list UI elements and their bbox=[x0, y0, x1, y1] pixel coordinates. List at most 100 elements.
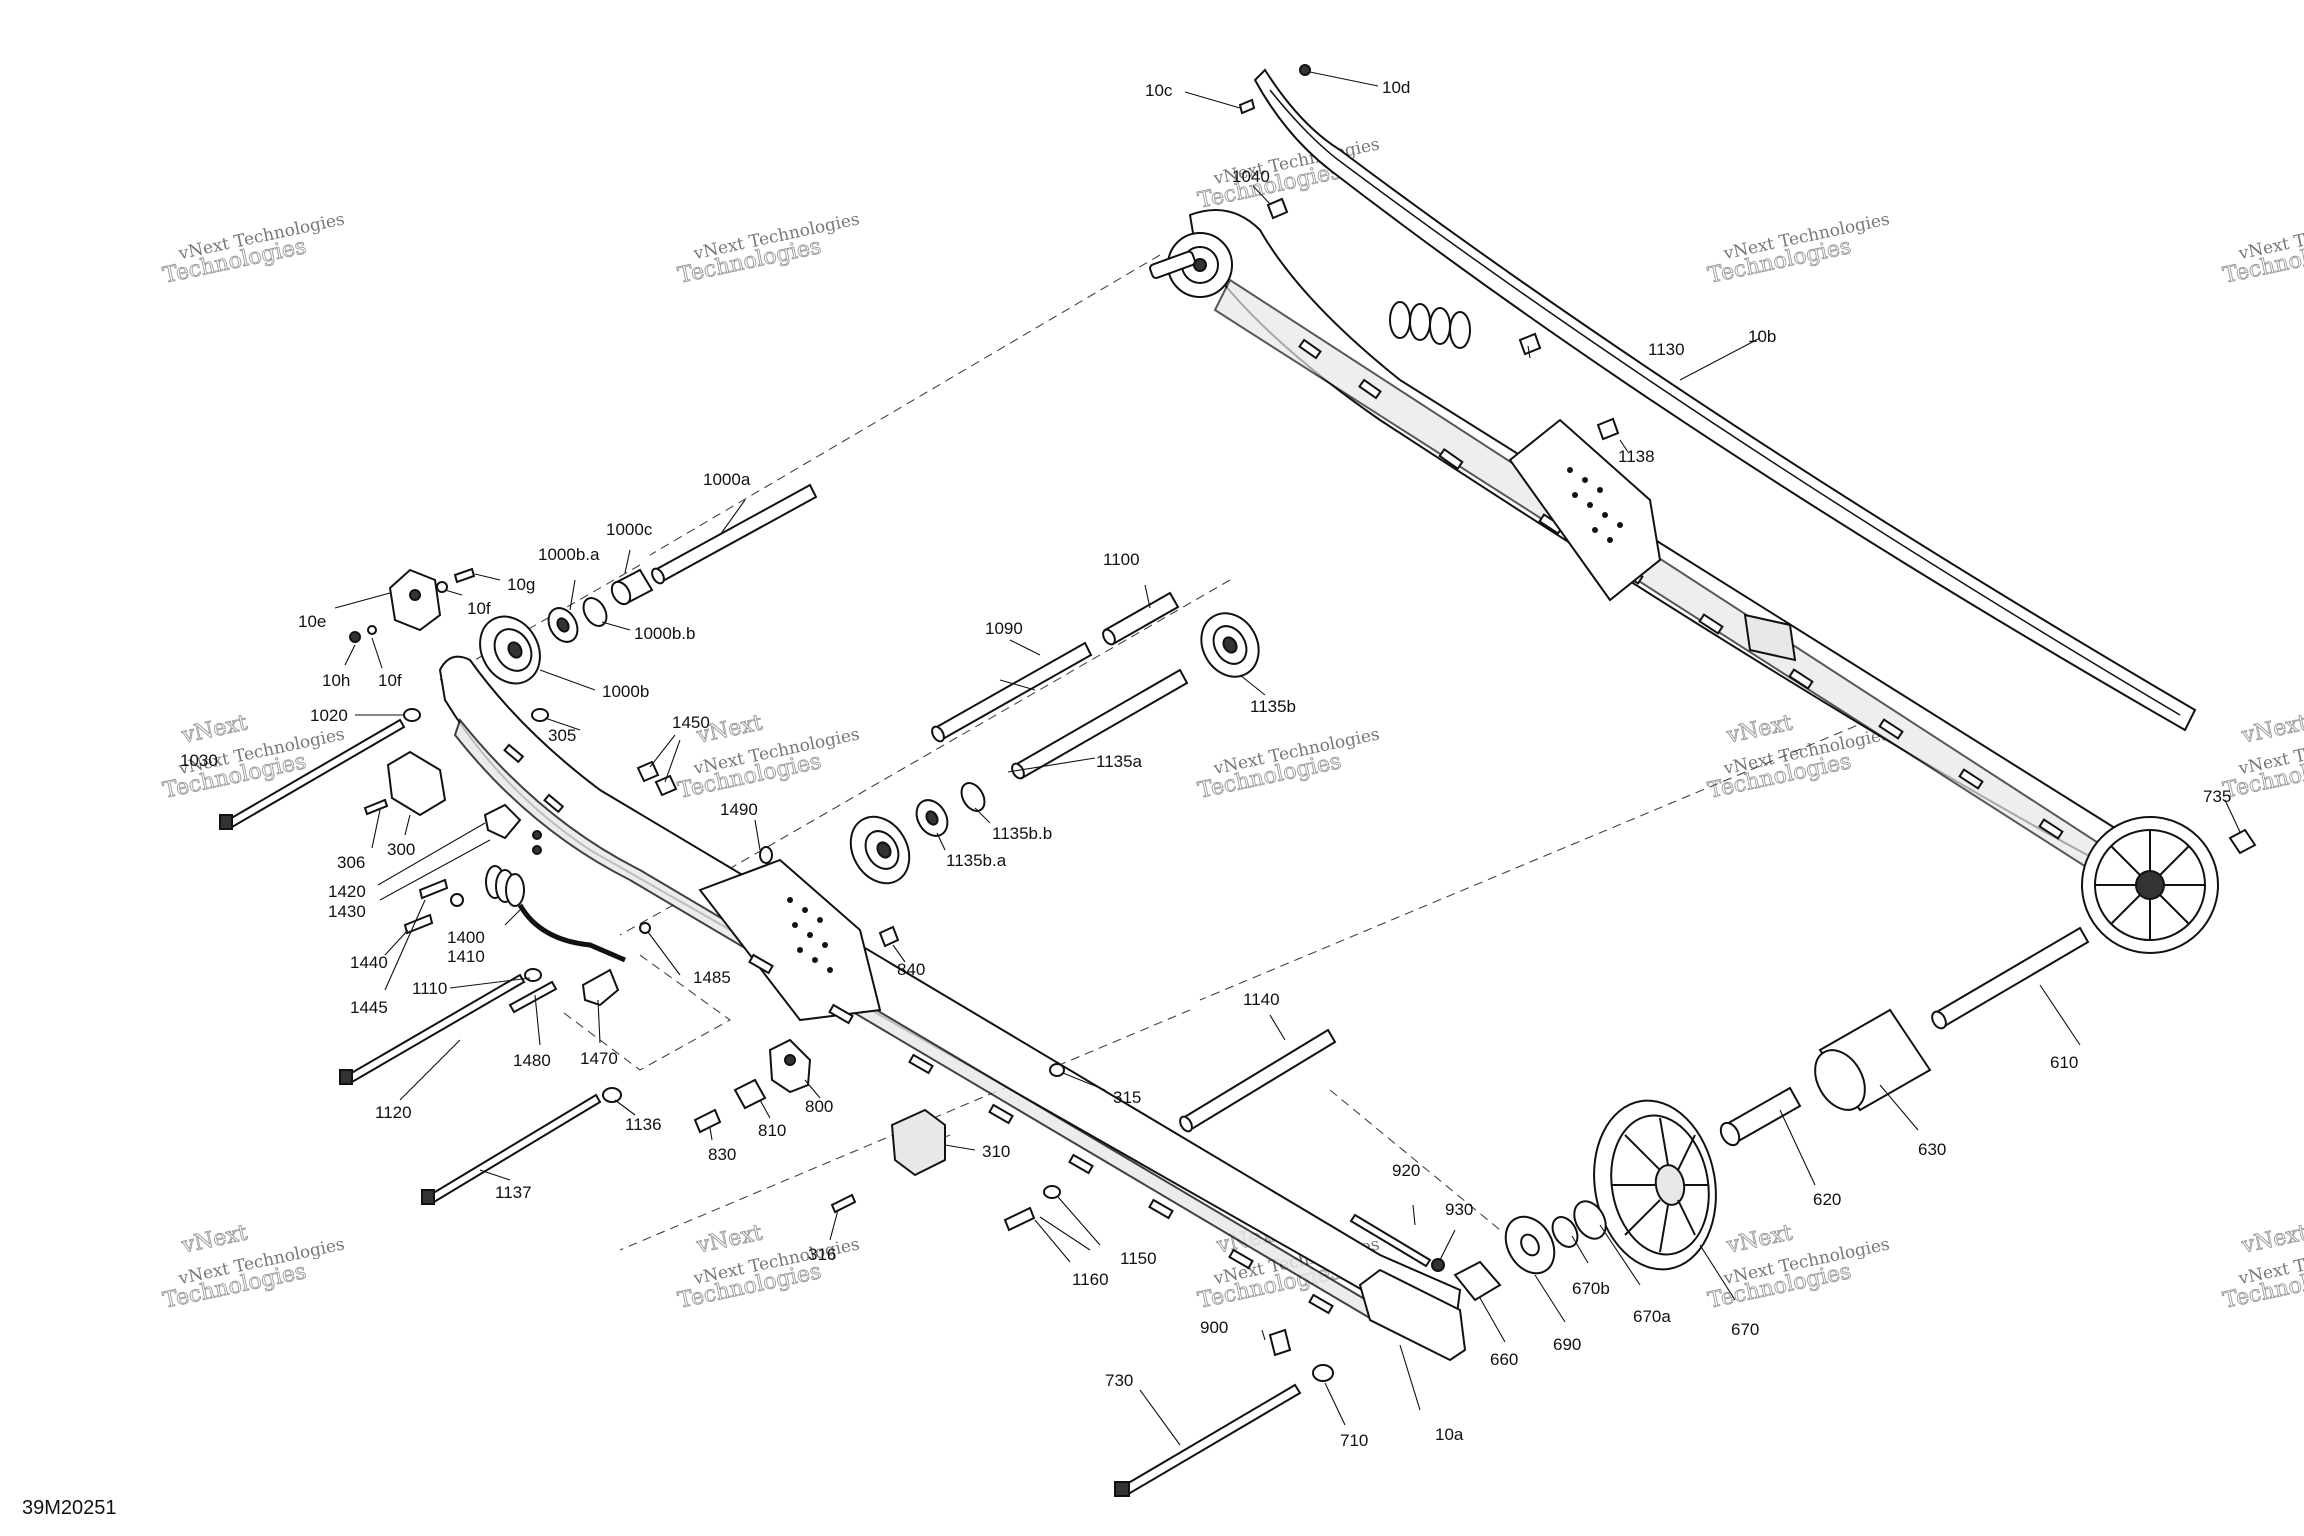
label-900: 900 bbox=[1200, 1318, 1228, 1337]
shaft-610 bbox=[1931, 926, 2090, 1030]
nut-1130 bbox=[1518, 332, 1542, 356]
nut-1490 bbox=[759, 846, 773, 864]
axis-line-1090 bbox=[709, 579, 1231, 881]
axis-line-rear bbox=[1329, 1089, 1501, 1231]
watermark-low-left: vNext vNext Technologies Technologies bbox=[160, 1220, 346, 1314]
label-1100: 1100 bbox=[1103, 550, 1140, 569]
label-1000b: 1000b bbox=[602, 682, 649, 701]
axis-line-1140-lower bbox=[619, 1009, 1191, 1251]
washer-10f bbox=[436, 581, 448, 593]
label-670: 670 bbox=[1731, 1320, 1759, 1339]
rear-wheel-far bbox=[2081, 816, 2219, 954]
label-690: 690 bbox=[1553, 1335, 1581, 1354]
label-1000a: 1000a bbox=[703, 470, 751, 489]
watermark-top-left: vNext Technologies Technologies bbox=[160, 209, 346, 289]
label-1490: 1490 bbox=[720, 800, 758, 819]
idler-wheel-1000b bbox=[479, 615, 541, 685]
label-920: 920 bbox=[1392, 1161, 1420, 1180]
label-305: 305 bbox=[548, 726, 576, 745]
label-1020: 1020 bbox=[310, 706, 348, 725]
bolt-head-730 bbox=[1114, 1481, 1130, 1497]
nut-1450-2 bbox=[654, 774, 678, 797]
block-far bbox=[1743, 613, 1797, 662]
bolt-10g bbox=[453, 567, 476, 584]
label-1140: 1140 bbox=[1243, 990, 1280, 1009]
watermark-low-right: vNext vNext Technologies Technologies bbox=[1705, 1220, 1891, 1314]
shaft-1000a bbox=[651, 483, 818, 585]
watermark-top-right: vNext Technologies Technologies bbox=[1705, 209, 1891, 289]
washer-690 bbox=[1504, 1215, 1556, 1275]
bushing-1000c bbox=[610, 568, 654, 606]
label-810: 810 bbox=[758, 1121, 786, 1140]
spring-bracket-1420 bbox=[483, 803, 522, 840]
label-1136: 1136 bbox=[625, 1115, 662, 1134]
watermark-text: vNext bbox=[2239, 1220, 2304, 1258]
label-610: 610 bbox=[2050, 1053, 2078, 1072]
snap-ring-1000bb bbox=[582, 597, 608, 627]
watermark-text: vNext bbox=[1724, 1220, 1795, 1258]
nut-930 bbox=[1431, 1258, 1445, 1272]
nut-660 bbox=[1453, 1260, 1502, 1302]
label-10f: 10f bbox=[467, 599, 491, 618]
bolt-head-1030 bbox=[219, 814, 233, 830]
washer-305 bbox=[531, 708, 549, 722]
washer-1136 bbox=[602, 1087, 622, 1103]
label-315: 315 bbox=[1113, 1088, 1141, 1107]
label-1445: 1445 bbox=[350, 998, 388, 1017]
washer-1150 bbox=[1043, 1185, 1061, 1199]
washer-315 bbox=[1049, 1063, 1065, 1077]
axis-line-1140 bbox=[1199, 719, 1871, 1001]
label-660: 660 bbox=[1490, 1350, 1518, 1369]
label-630: 630 bbox=[1918, 1140, 1946, 1159]
label-830: 830 bbox=[708, 1145, 736, 1164]
washer-1485 bbox=[639, 922, 651, 934]
shaft-1090 bbox=[931, 641, 1093, 743]
label-1000bb: 1000b.b bbox=[634, 624, 695, 643]
bolt-head-1120 bbox=[339, 1069, 353, 1085]
clip-900 bbox=[1268, 1328, 1292, 1357]
label-306: 306 bbox=[337, 853, 365, 872]
watermark-text: vNext bbox=[179, 710, 250, 748]
watermark-edge-right-top: vNext Technologies Technologies bbox=[2220, 209, 2304, 289]
label-1130: 1130 bbox=[1648, 340, 1685, 359]
watermark-text: vNext bbox=[2239, 710, 2304, 748]
label-1000c: 1000c bbox=[606, 520, 653, 539]
bearing-670a bbox=[1573, 1200, 1607, 1240]
bolt-1440 bbox=[403, 913, 434, 935]
watermark-text: vNext bbox=[179, 1220, 250, 1258]
label-735: 735 bbox=[2203, 787, 2231, 806]
label-10d: 10d bbox=[1382, 78, 1410, 97]
label-800: 800 bbox=[805, 1097, 833, 1116]
bearing-1000ba bbox=[547, 607, 579, 643]
diagram-code: 39M20251 bbox=[22, 1497, 117, 1519]
bolt-head-1137 bbox=[421, 1189, 435, 1205]
nut-840 bbox=[878, 925, 900, 948]
nut-10d bbox=[1299, 64, 1311, 76]
shaft-1140 bbox=[1179, 1028, 1337, 1133]
snap-ring-670b bbox=[1551, 1216, 1579, 1248]
label-730: 730 bbox=[1105, 1371, 1133, 1390]
part-labels: 10c 10d 1040 1130 10b 1138 735 610 630 6… bbox=[180, 78, 2231, 1450]
wheel-1135b bbox=[1200, 612, 1260, 678]
assembly-dashed-lines bbox=[439, 254, 1871, 1251]
nut-1450 bbox=[636, 760, 660, 783]
rail-far-side bbox=[1149, 209, 2219, 954]
label-1420: 1420 bbox=[328, 882, 366, 901]
label-10h: 10h bbox=[322, 671, 350, 690]
watermark-mid-center: vNext vNext Technologies Technologies bbox=[675, 710, 861, 804]
wheel-1135b-lower bbox=[849, 815, 911, 885]
slider-310 bbox=[890, 1108, 946, 1177]
washer-10f-2 bbox=[367, 625, 377, 635]
bolt-730 bbox=[1123, 1383, 1302, 1495]
bolt-1445 bbox=[418, 878, 449, 900]
label-930: 930 bbox=[1445, 1200, 1473, 1219]
label-670b: 670b bbox=[1572, 1279, 1610, 1298]
bracket-1470 bbox=[581, 968, 620, 1007]
label-1120: 1120 bbox=[375, 1103, 412, 1122]
label-1450: 1450 bbox=[672, 713, 710, 732]
rear-wheel-670 bbox=[1593, 1099, 1717, 1271]
watermark-top-center: vNext Technologies Technologies bbox=[675, 209, 861, 289]
nut-1138 bbox=[1596, 417, 1620, 441]
axis-line-1000 bbox=[649, 254, 1161, 556]
